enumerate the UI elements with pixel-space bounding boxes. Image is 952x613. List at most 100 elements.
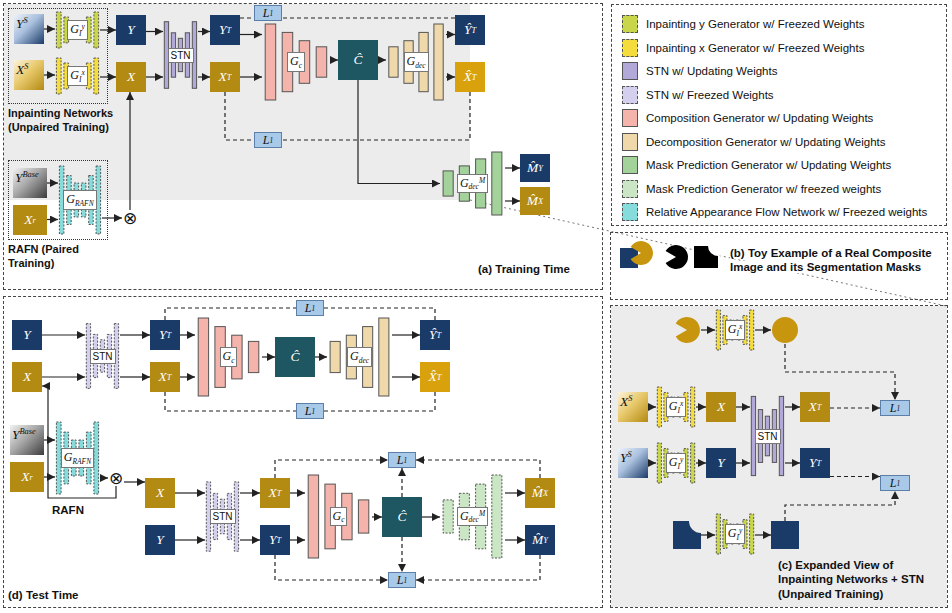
legend-row: Relative Appearance Flow Network w/ Free…: [612, 202, 946, 222]
label-text: M̂: [527, 193, 538, 209]
connector: [240, 34, 262, 35]
label-text: y: [81, 22, 84, 31]
generator-label: GRAFN: [63, 190, 96, 210]
connector: [446, 34, 455, 35]
generator-network: STN: [163, 18, 198, 92]
label-text: T: [276, 536, 281, 545]
label-text: Y: [156, 532, 164, 548]
panel-frame: (a) Training Time Inpainting Networks (Un…: [3, 3, 603, 290]
label-text: Ĉ: [290, 349, 299, 365]
loss-box: L1: [254, 132, 282, 148]
image-tile: X̂T: [420, 362, 450, 392]
label-text: G: [70, 68, 79, 82]
legend-text-holder: Inpainting y Generator w/ Freezed Weight…: [646, 16, 864, 32]
tile-label: X: [706, 392, 736, 422]
label-text: Y: [159, 327, 167, 343]
layer-bar: [716, 310, 720, 350]
connector: [165, 308, 296, 320]
connector: [505, 200, 520, 201]
layer-bar: [443, 500, 453, 533]
label-text: r: [29, 473, 32, 482]
label-text: G: [70, 22, 79, 36]
generator-network: STN: [85, 320, 120, 392]
tile-label: Ĉ: [275, 337, 315, 377]
label-text: G: [66, 192, 75, 206]
label-text: G: [669, 399, 678, 413]
image-tile: M̂Y: [525, 525, 555, 555]
legend-swatch: [622, 39, 638, 57]
label-text: x: [680, 399, 683, 408]
legend-row: Mask Prediction Generator w/ freezed wei…: [612, 179, 946, 199]
connector: [785, 406, 800, 407]
connector: [198, 76, 210, 77]
generator-label: GIx: [666, 397, 686, 417]
connector: [505, 539, 525, 540]
layer-bar: [308, 475, 318, 558]
network-group: Inpainting Networks (Unpaired Training)Y…: [8, 8, 108, 104]
connector: [225, 92, 254, 140]
image-tile: Y: [116, 15, 146, 45]
generator-label-holder: Gc: [262, 24, 330, 100]
legend-text-holder: Decomposition Generator w/ Updating Weig…: [646, 134, 886, 150]
image-tile: X: [116, 62, 146, 92]
label-text: X: [16, 62, 24, 78]
legend-text-holder: Mask Prediction Generator w/ freezed wei…: [646, 181, 881, 197]
legend-swatch: [622, 86, 638, 104]
label-text: c: [231, 356, 234, 365]
image-tile: XT: [210, 62, 240, 92]
label-text: STN: [758, 431, 778, 442]
loss-box: L1: [296, 403, 324, 419]
label-text: Y: [269, 532, 277, 548]
loss-label: L1: [881, 476, 909, 490]
generator-label-holder: GIy: [715, 514, 755, 554]
generator-network: GIy: [55, 12, 100, 48]
generator-network: Gdec: [327, 318, 392, 396]
generator-label-holder: GRAFN: [55, 422, 100, 494]
label-text: (a) Training Time: [478, 263, 570, 275]
connector: [282, 17, 455, 18]
label-text: 1: [269, 136, 273, 145]
layer-bar: [265, 24, 276, 100]
connector: [648, 462, 656, 463]
loss-box: L1: [296, 300, 324, 316]
label-text: (b) Toy Example of a Real Composite Imag…: [730, 247, 932, 273]
label-text: Ĉ: [397, 509, 406, 525]
connector: [262, 356, 275, 357]
image-tile: Y: [12, 320, 42, 350]
tile-label: Y: [116, 15, 146, 45]
legend-row: Composition Generator w/ Updating Weight…: [612, 108, 946, 128]
layer-bar: [750, 310, 754, 350]
label-text: X: [127, 69, 135, 85]
label-text: L: [397, 573, 404, 588]
zoom-guide: [470, 200, 946, 306]
group-caption: Inpainting Networks (Unpaired Training): [8, 107, 122, 135]
label-text: G: [407, 54, 416, 68]
connector: [275, 460, 388, 478]
loss-box: L1: [388, 572, 416, 588]
tile-label: Y: [706, 448, 736, 478]
image-tile: YS: [618, 448, 648, 478]
layer-bar: [492, 475, 502, 558]
loss-label: L1: [389, 453, 415, 467]
label-text: G: [333, 509, 342, 523]
image-tile: XT: [800, 392, 830, 422]
label-text: T: [167, 373, 172, 382]
network-group: RAFN (Paired Training)YBaseXrGRAFN: [8, 160, 108, 240]
tile-label: X̂T: [455, 62, 485, 92]
image-tile: Xr: [10, 462, 44, 492]
tile-label: Y: [145, 525, 175, 555]
generator-label: STN: [90, 349, 116, 364]
label-text: x: [81, 68, 84, 77]
label-text: Y: [127, 22, 135, 38]
label-text: r: [32, 216, 35, 225]
connector: [146, 31, 163, 32]
connector: [44, 74, 55, 75]
image-tile: M̂X: [520, 187, 550, 215]
label-text: S: [24, 16, 28, 25]
label-text: X: [809, 399, 817, 415]
connector: [422, 516, 440, 517]
label-text: I: [677, 406, 679, 415]
layer-bar: [434, 24, 443, 100]
connector: [505, 167, 520, 168]
connector: [358, 80, 440, 184]
